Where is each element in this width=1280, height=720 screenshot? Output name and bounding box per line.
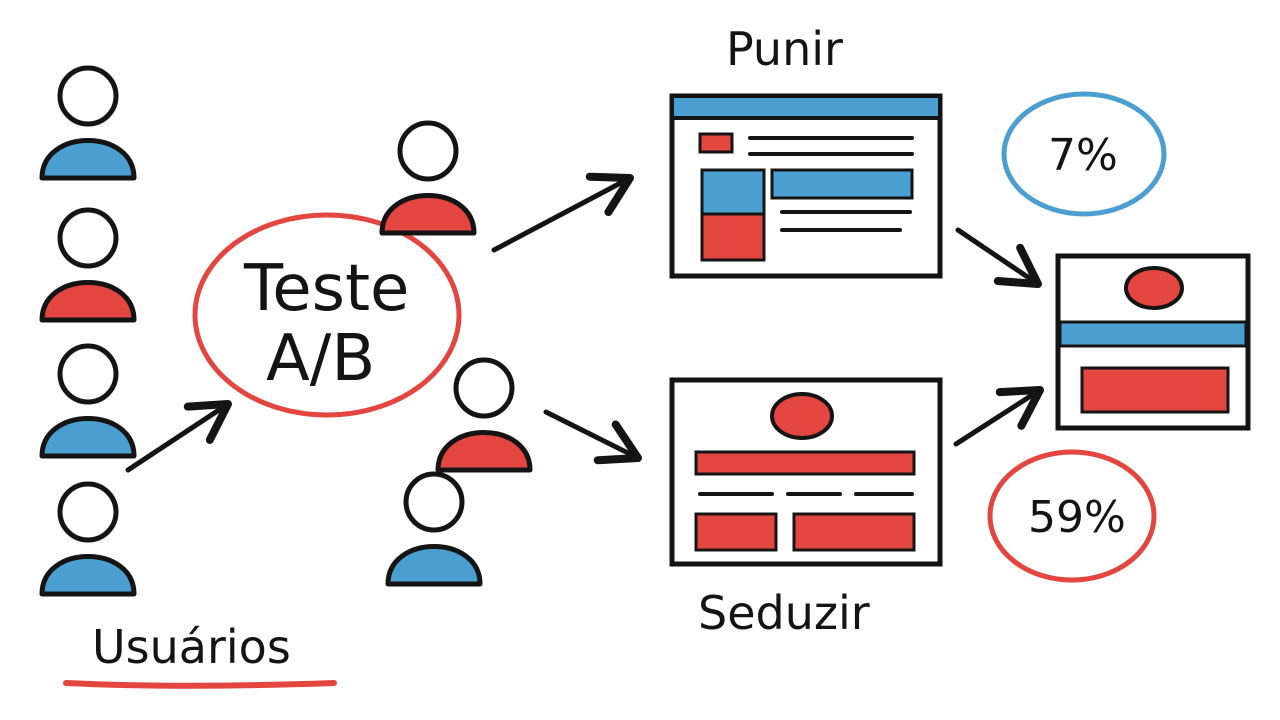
user-icon-2 (39, 207, 137, 323)
wireframe-icon-punir (669, 93, 943, 279)
arrow-icon-users-to-test (125, 400, 232, 473)
user-icon-1 (39, 65, 137, 181)
conversion-b-value: 59% (1028, 492, 1126, 543)
arrow-icon-to-punir (491, 172, 634, 253)
wireframe-icon-result (1055, 253, 1251, 431)
conversion-ring-top (1001, 91, 1167, 217)
conversion-a-value: 7% (1048, 130, 1118, 181)
ab-test-ring (192, 212, 462, 418)
conversion-ring-bottom (987, 449, 1157, 583)
wireframe-icon-seduzir (669, 377, 943, 567)
variant-a-label: Punir (726, 22, 843, 76)
user-icon-3 (39, 343, 137, 459)
ab-test-label-line1: Teste (244, 252, 410, 326)
arrow-icon-punir-to-result (955, 227, 1042, 288)
user-icon-red-top (379, 120, 477, 236)
ab-test-label-line2: A/B (266, 322, 376, 396)
user-icon-red-bottom (435, 357, 533, 473)
users-underline (63, 680, 337, 689)
user-icon-blue-bottom (385, 471, 483, 587)
users-label: Usuários (92, 620, 291, 674)
variant-b-label: Seduzir (698, 586, 870, 640)
arrow-icon-to-seduzir (543, 409, 642, 465)
user-icon-4 (39, 481, 137, 597)
arrow-icon-seduzir-to-result (953, 386, 1044, 447)
